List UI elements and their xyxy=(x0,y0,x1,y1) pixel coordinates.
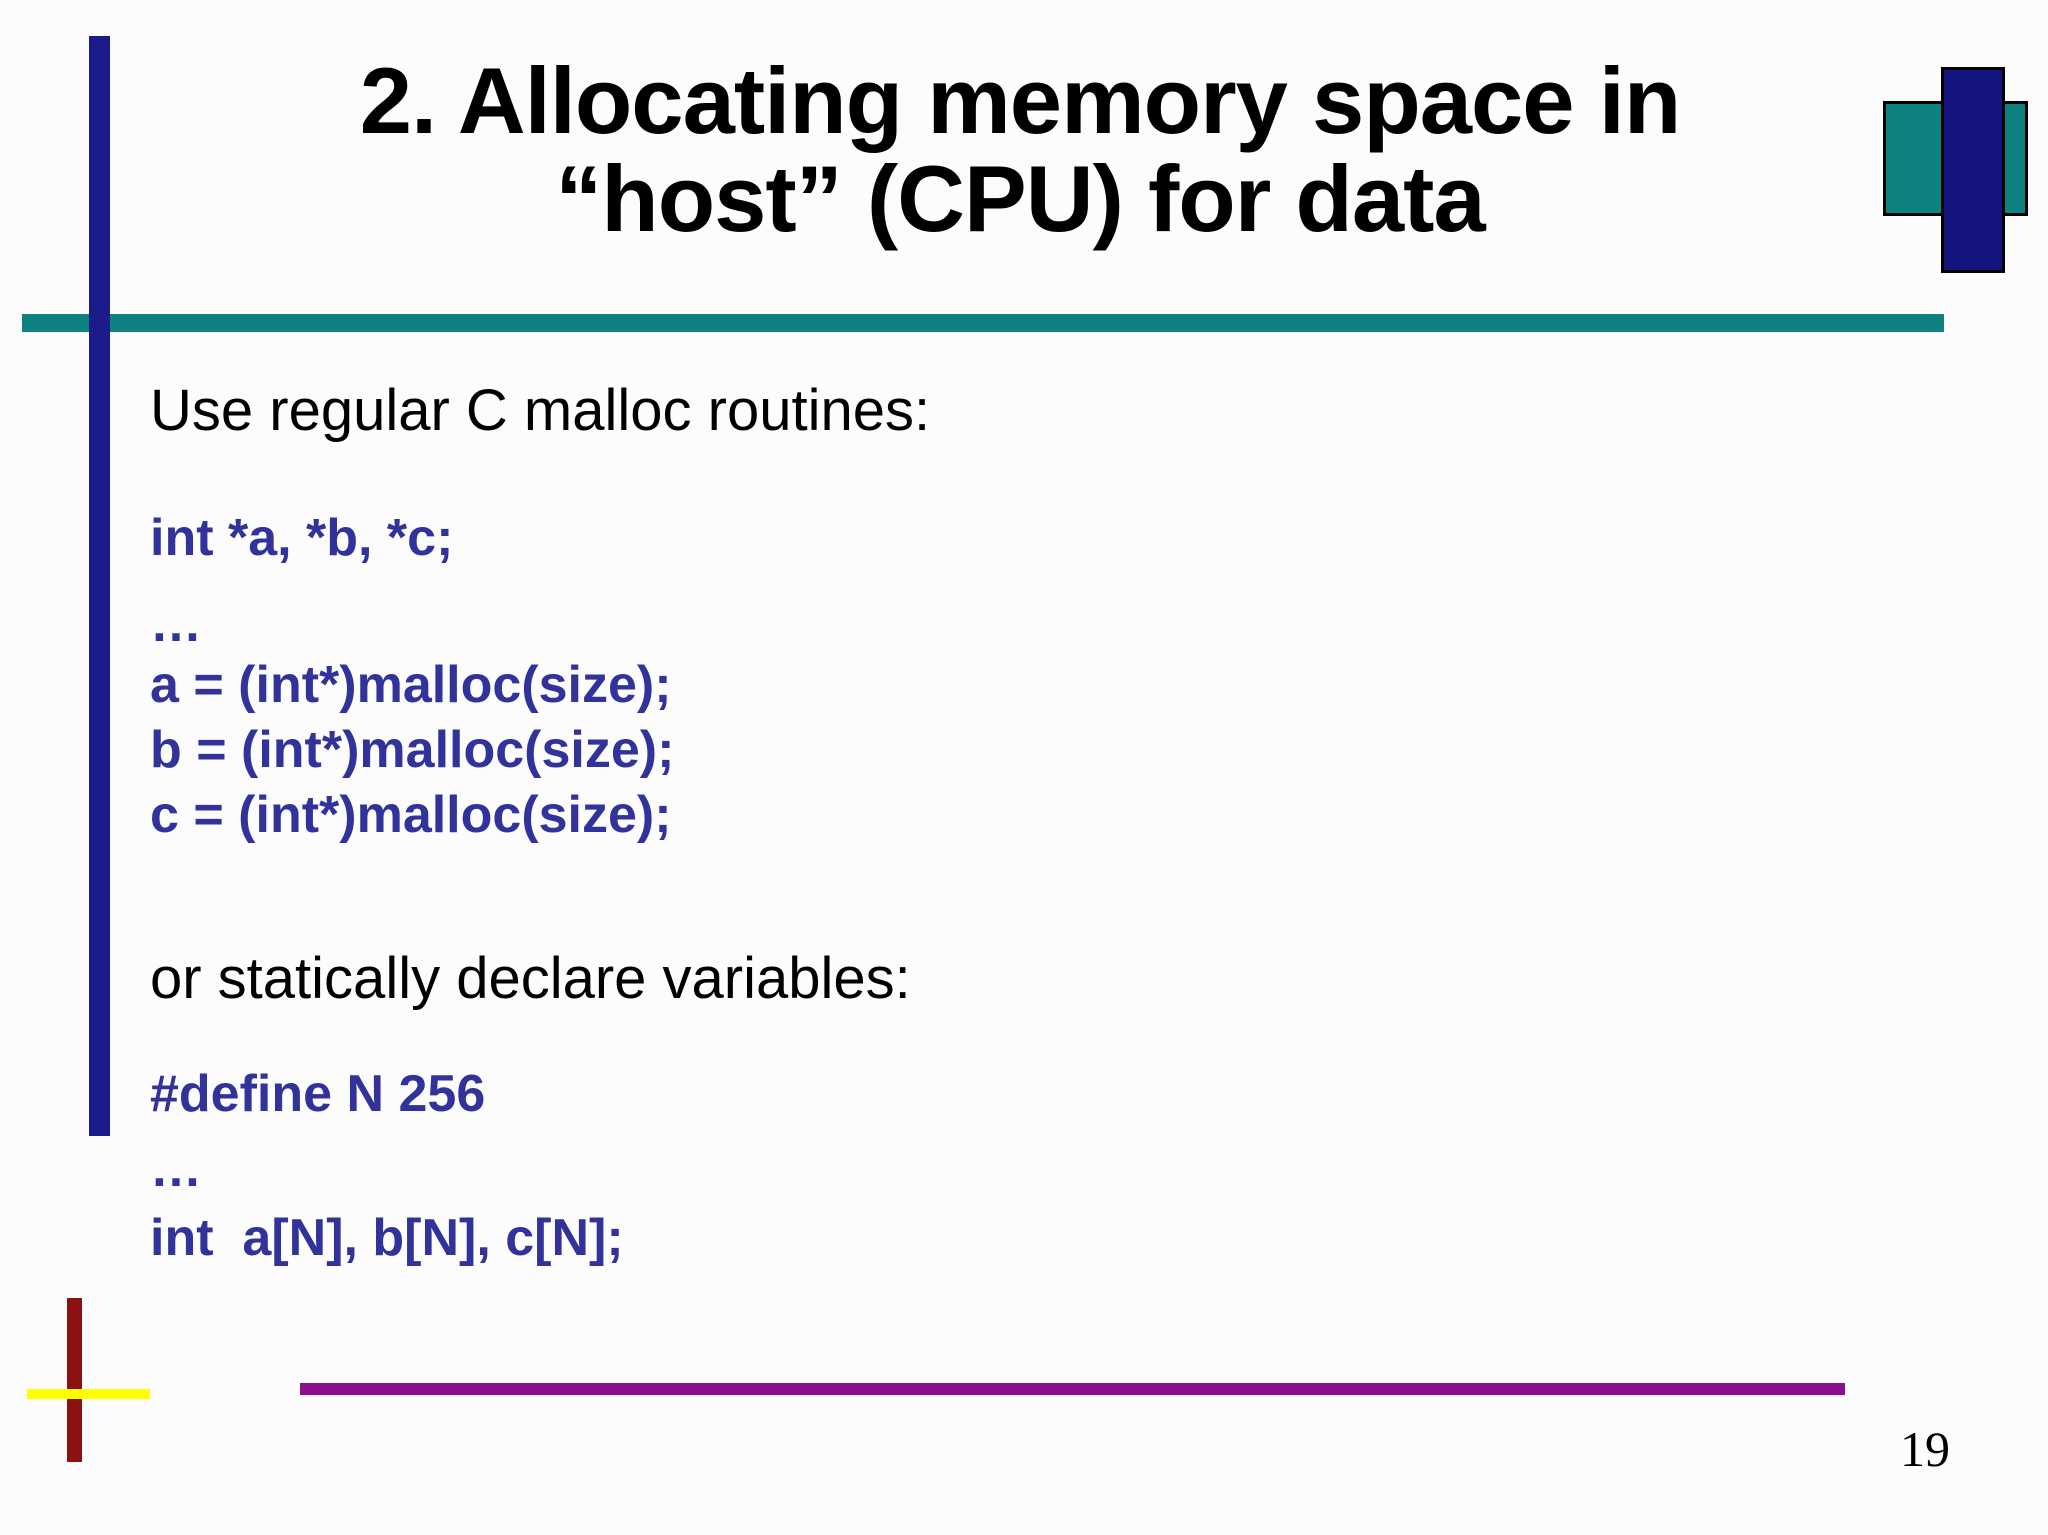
code-ellipsis-2: … xyxy=(150,1140,202,1198)
static-intro-text: or statically declare variables: xyxy=(150,946,911,1011)
page-number: 19 xyxy=(1900,1421,1950,1477)
left-accent-bar xyxy=(89,36,110,1136)
intro-text: Use regular C malloc routines: xyxy=(150,378,931,443)
title-underline-rule xyxy=(22,314,1944,332)
code-malloc-b: b = (int*)malloc(size); xyxy=(150,721,675,779)
code-array-declaration: int a[N], b[N], c[N]; xyxy=(150,1209,624,1267)
corner-navy-rect xyxy=(1941,67,2005,273)
code-malloc-c: c = (int*)malloc(size); xyxy=(150,786,672,844)
footer-yellow-line xyxy=(27,1389,150,1399)
code-define-n: #define N 256 xyxy=(150,1065,486,1123)
footer-purple-line xyxy=(300,1383,1845,1395)
code-ellipsis-1: … xyxy=(150,595,202,653)
code-malloc-a: a = (int*)malloc(size); xyxy=(150,656,672,714)
footer-maroon-bar xyxy=(67,1298,82,1462)
slide-title: 2. Allocating memory space in “host” (CP… xyxy=(359,48,1682,251)
code-pointer-declaration: int *a, *b, *c; xyxy=(150,509,454,567)
